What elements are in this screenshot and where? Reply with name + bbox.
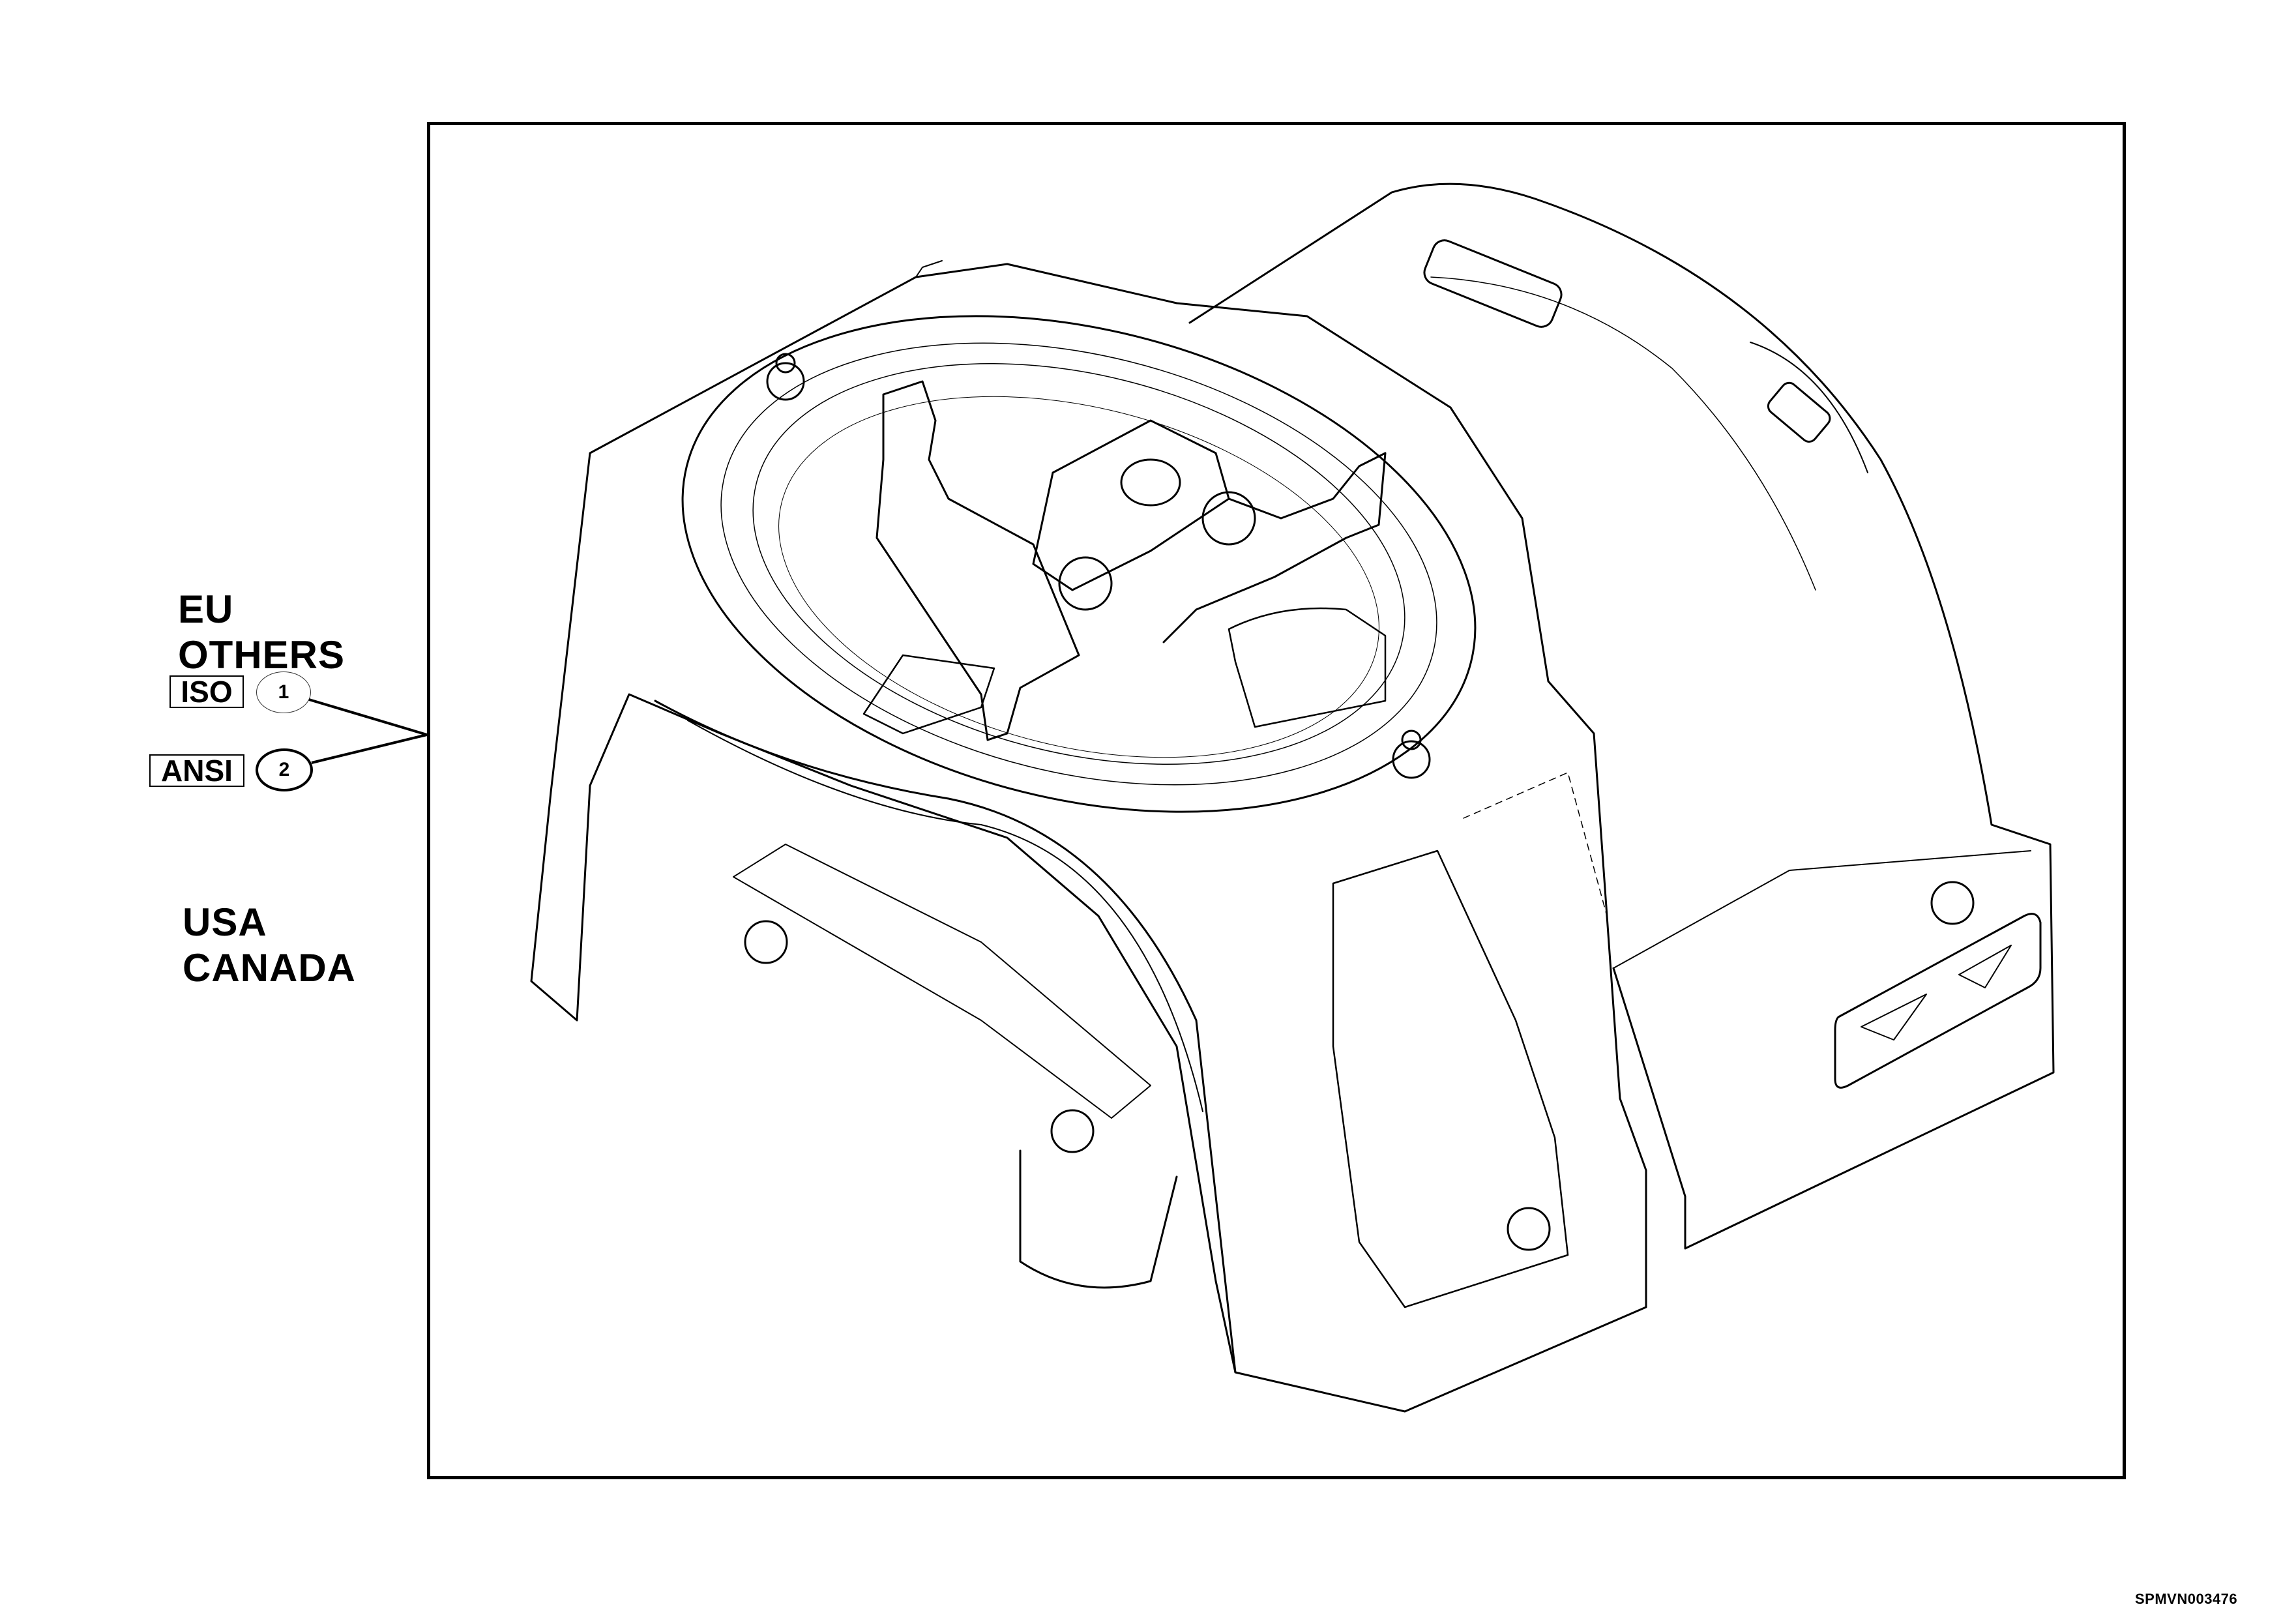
region-others: OTHERS [178,633,346,677]
hopper-opening [681,315,1477,813]
drawing-reference-code: SPMVN003476 [2135,1591,2238,1607]
rear-housing [1188,183,2055,1250]
region-usa: USA [183,900,267,944]
hopper-body [530,260,1647,1413]
region-label-usa-canada: USA CANADA [183,900,356,991]
ansi-label: ANSI [161,754,233,788]
lower-chute-motor [654,700,1237,1374]
callout-1-circle: 1 [256,672,311,713]
region-eu: EU [178,587,234,631]
callout-1-number: 1 [278,681,289,703]
ansi-standard-box: ANSI [149,754,244,788]
hex-bolts [744,353,1975,1251]
region-label-eu-others: EU OTHERS [178,587,345,678]
spinner-assembly [862,380,1387,741]
callout-2-number: 2 [278,759,290,780]
iso-standard-box: ISO [169,675,244,709]
iso-label: ISO [181,675,233,709]
callout-2-circle: 2 [256,748,313,791]
housing-assembly-drawing [530,183,2055,1413]
illustration-frame [427,122,2126,1479]
front-leg [1332,772,1608,1308]
warning-decal [1834,913,2042,1089]
region-canada: CANADA [183,946,356,990]
